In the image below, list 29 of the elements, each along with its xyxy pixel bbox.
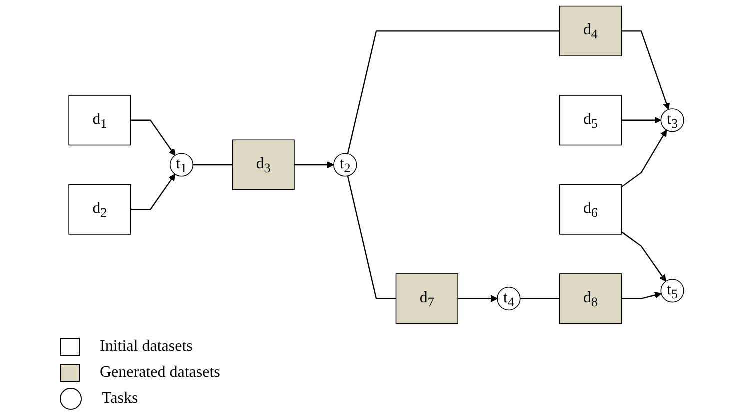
arrow	[458, 295, 498, 302]
node-circle: t$_{1}$	[170, 153, 194, 177]
arrow	[622, 30, 670, 110]
arrow	[130, 120, 176, 156]
node-circle: t$_{2}$	[334, 153, 358, 177]
node-box: d$_{5}$	[559, 95, 622, 146]
legend-label: Initial datasets	[100, 338, 193, 356]
legend-label: Generated datasets	[100, 364, 220, 382]
connector	[193, 164, 233, 166]
arrow	[622, 292, 662, 300]
node-box: d$_{6}$	[559, 184, 622, 235]
arrow	[130, 174, 176, 210]
arrow	[622, 116, 662, 124]
node-circle: t$_{5}$	[660, 279, 684, 303]
node-box: d$_{3}$	[232, 140, 295, 190]
arrow	[621, 130, 668, 188]
node-box: d$_{8}$	[559, 274, 622, 324]
connector	[520, 298, 560, 300]
arrow	[621, 232, 666, 282]
node-circle: t$_{4}$	[497, 287, 521, 311]
node-box: d$_{4}$	[559, 6, 622, 56]
legend-label: Tasks	[102, 390, 138, 408]
connector	[347, 30, 560, 154]
arrow	[294, 162, 334, 168]
node-box: d$_{2}$	[68, 184, 132, 235]
node-circle: t$_{3}$	[660, 108, 684, 132]
node-box: d$_{1}$	[68, 95, 132, 146]
node-box: d$_{7}$	[396, 274, 458, 324]
connector	[347, 176, 396, 300]
